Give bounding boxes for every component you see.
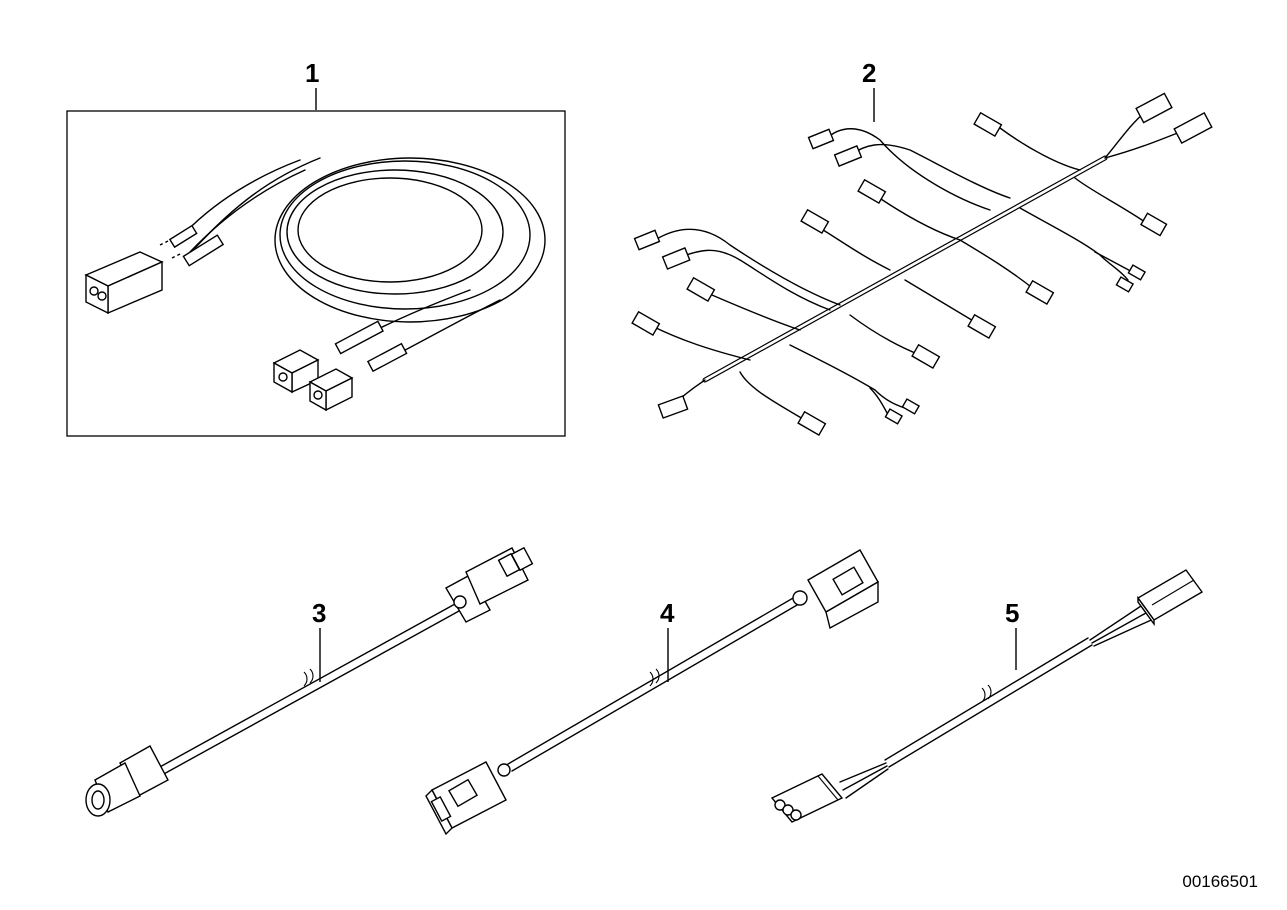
part-2-wiring-harness: 2 bbox=[631, 58, 1213, 437]
callout-3[interactable]: 3 bbox=[312, 598, 326, 628]
cable-5-line-b bbox=[888, 644, 1093, 768]
connector-5-right bbox=[1136, 569, 1204, 627]
sleeve-right-1 bbox=[334, 320, 384, 355]
diagram-reference-number: 00166501 bbox=[1182, 872, 1258, 891]
connector-4-left bbox=[425, 761, 511, 836]
branch-top-right-1 bbox=[1104, 111, 1146, 159]
branch-b bbox=[999, 127, 1081, 171]
dash-left-2 bbox=[171, 253, 181, 259]
branch-i2 bbox=[677, 249, 831, 311]
branch-e bbox=[874, 194, 961, 241]
branch-i bbox=[654, 228, 841, 306]
branch-a bbox=[824, 128, 991, 211]
cable-5-break bbox=[981, 684, 992, 703]
dash-left-1 bbox=[159, 240, 169, 246]
branch-top-right-2 bbox=[1104, 131, 1181, 159]
callout-2[interactable]: 2 bbox=[862, 58, 876, 88]
coil-inner bbox=[297, 177, 483, 283]
harness-trunk-inner bbox=[703, 156, 1107, 382]
branch-f bbox=[959, 239, 1036, 291]
cable-5-fan-left bbox=[839, 762, 889, 799]
branch-l bbox=[649, 324, 751, 361]
cable-5-line-a bbox=[884, 637, 1089, 761]
connector-single-right-2 bbox=[308, 368, 354, 412]
part-1-frame bbox=[66, 110, 566, 437]
branch-j bbox=[704, 291, 801, 331]
sleeve-right-2 bbox=[366, 342, 408, 373]
connector-single-right-1 bbox=[272, 349, 320, 394]
cable-3-line-b bbox=[161, 610, 460, 776]
part-4-cable: 4 bbox=[425, 549, 879, 836]
connector-5-left bbox=[770, 773, 844, 823]
sleeve-left-1 bbox=[168, 224, 198, 249]
branch-c bbox=[1074, 177, 1146, 223]
callout-4[interactable]: 4 bbox=[660, 598, 675, 628]
cable-3-line-a bbox=[157, 603, 456, 769]
connector-double-left bbox=[84, 251, 164, 315]
cable-3-break bbox=[303, 668, 314, 687]
branch-d bbox=[1019, 207, 1129, 281]
sleeve-left-2 bbox=[182, 234, 225, 267]
tail-left-a bbox=[179, 159, 301, 239]
connector-3-left bbox=[85, 745, 169, 817]
callout-5[interactable]: 5 bbox=[1005, 598, 1019, 628]
callout-1[interactable]: 1 bbox=[305, 58, 319, 88]
branch-a2 bbox=[849, 143, 1011, 199]
branch-m bbox=[789, 344, 906, 409]
harness-connectors bbox=[631, 92, 1213, 437]
branch-g bbox=[814, 224, 891, 271]
branch-h bbox=[904, 279, 981, 326]
cable-5-fan-right bbox=[1089, 599, 1161, 647]
tail-left-c bbox=[189, 169, 306, 253]
coil-mid bbox=[286, 169, 504, 295]
part-5-cable: 5 bbox=[770, 569, 1204, 823]
coil-outer-2 bbox=[279, 160, 531, 310]
branch-k bbox=[849, 314, 921, 356]
connector-4-right bbox=[792, 549, 879, 630]
cable-4-line-a bbox=[507, 593, 801, 765]
connector-3-right bbox=[445, 546, 534, 623]
branch-n bbox=[739, 371, 809, 423]
part-1-coiled-cable: 1 bbox=[66, 58, 566, 437]
part-3-cable: 3 bbox=[85, 546, 534, 817]
coil-outer bbox=[274, 157, 546, 323]
cable-4-line-b bbox=[511, 600, 805, 772]
cable-4-break bbox=[649, 668, 660, 687]
